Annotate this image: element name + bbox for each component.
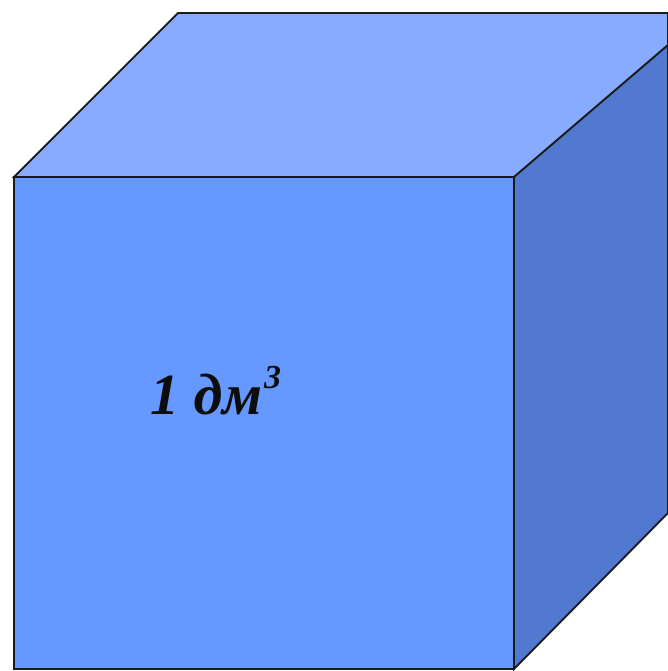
volume-unit: дм	[193, 362, 263, 427]
cube-volume-label: 1 дм3	[150, 361, 281, 424]
cube-front-face	[13, 176, 515, 670]
volume-number: 1	[150, 362, 179, 427]
volume-exponent: 3	[264, 359, 282, 396]
